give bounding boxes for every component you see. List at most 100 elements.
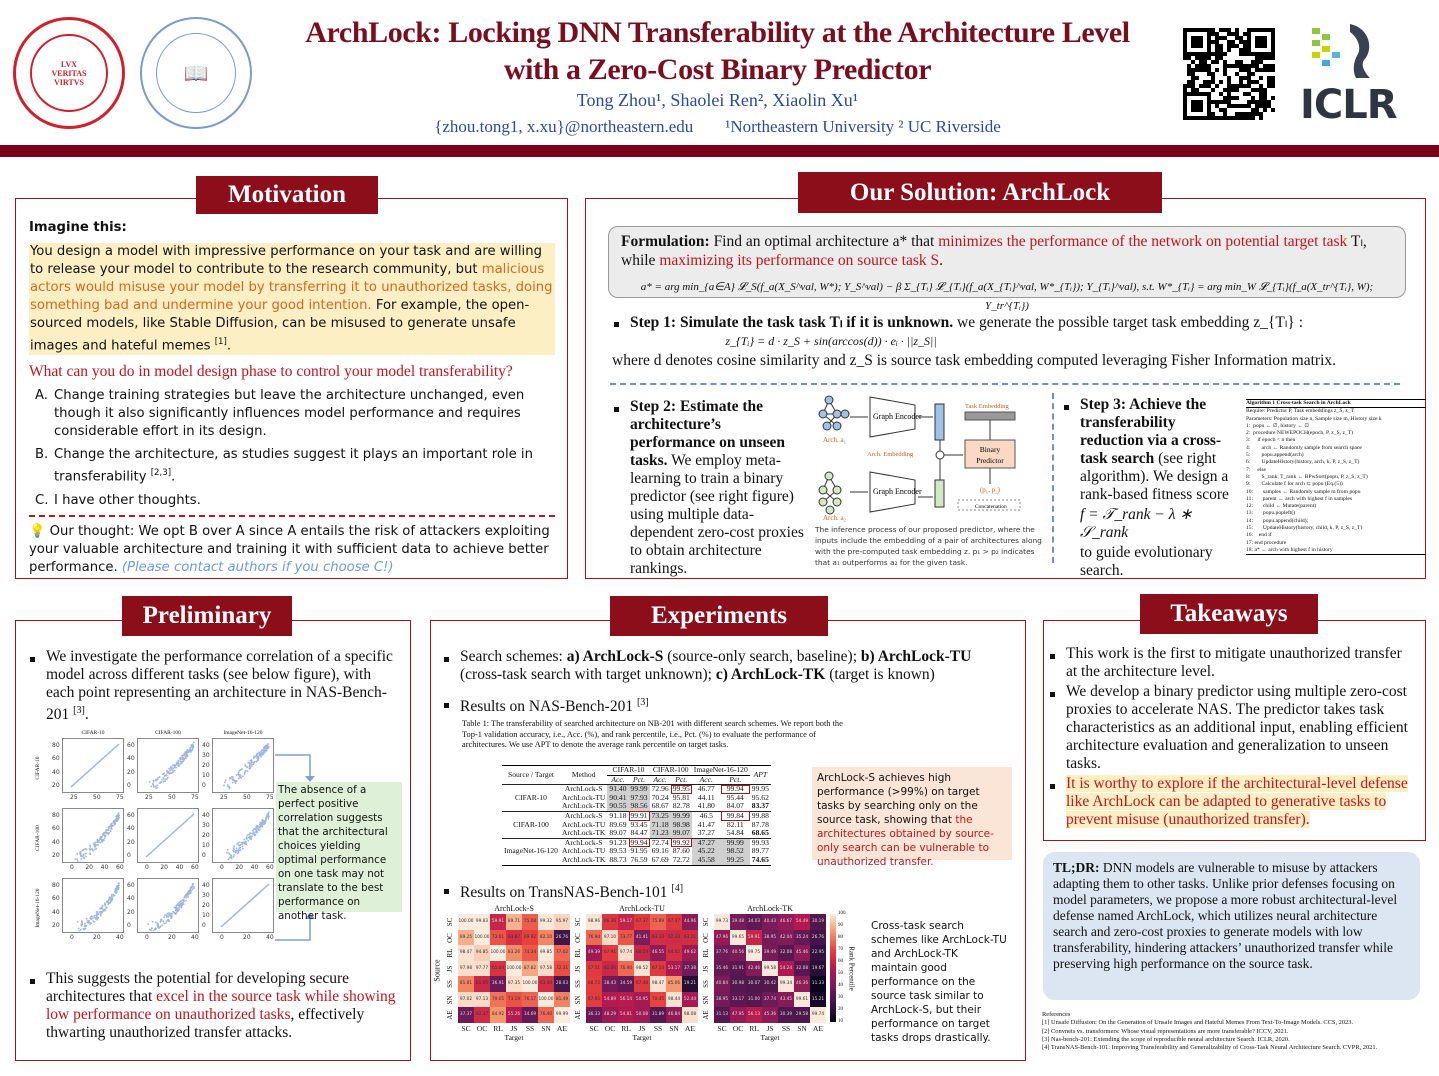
heatmap-cell: 30.39 <box>778 1007 794 1023</box>
step2: Step 2: Estimate the architecture’s perf… <box>612 398 807 578</box>
algorithm-line: 18: a* ← arch with highest f in history <box>1246 546 1333 553</box>
x-tick: 40 <box>266 934 274 941</box>
header-acc: Acc. <box>611 774 625 784</box>
algorithm-line: 4: arch ← Randomly sample from search sp… <box>1246 444 1362 451</box>
y-tick-label: AE <box>446 1010 454 1020</box>
y-tick-label: OC <box>446 932 454 943</box>
value-cell: 99.95 <box>670 784 692 794</box>
option-text: Change the architecture, as studies sugg… <box>54 446 555 486</box>
scatter-plot <box>62 808 124 863</box>
heatmap-cell: 72.31 <box>554 960 570 976</box>
heatmap-cell: 67.91 <box>602 945 618 961</box>
value-cell: 99.92 <box>670 837 692 848</box>
heatmap-cell: 67.54 <box>650 960 666 976</box>
value-cell: 47.27 <box>691 837 721 848</box>
heatmap-cell: 98.52 <box>634 960 650 976</box>
heatmap-cell: 47.95 <box>730 1007 746 1023</box>
plot-row-title: ImageNet-16-120 <box>35 888 41 928</box>
y-tick-label: AE <box>574 1010 582 1020</box>
header-acc: Acc. <box>699 774 713 784</box>
formulation-label: Formulation: <box>621 233 710 250</box>
option-letter: A. <box>35 388 48 404</box>
y-tick-label: OC <box>702 932 710 943</box>
scatter-plot <box>137 738 199 793</box>
heatmap-cell: 56.13 <box>746 1007 762 1023</box>
value-cell: 41.47 <box>697 819 715 829</box>
iclr-logo: ICLR <box>1300 20 1420 125</box>
value-cell: 44.11 <box>697 792 715 802</box>
source-cell: CIFAR-10 <box>502 784 560 812</box>
x-tick-label: OC <box>732 1024 744 1033</box>
algorithm-box: Algorithm 1 Cross-task Search in ArchLoc… <box>1246 399 1426 556</box>
x-tick-label: SS <box>781 1024 791 1033</box>
qr-code[interactable] <box>1183 28 1275 120</box>
heatmap-cell: 97.02 <box>458 991 474 1007</box>
x-tick: 20 <box>85 864 93 871</box>
y-tick: 80 <box>52 882 60 889</box>
heatmap-cell: 99.73 <box>714 914 730 930</box>
heatmap-cell: 38.95 <box>714 991 730 1007</box>
heatmap-cell: 31.13 <box>714 1007 730 1023</box>
method-cell: ArchLock-TU <box>561 846 606 856</box>
y-tick: 0 <box>202 782 206 789</box>
correlation-callout: The absence of a perfect positive correl… <box>276 782 402 922</box>
y-tick: 60 <box>127 742 135 749</box>
value-cell: 99.07 <box>670 828 692 839</box>
step1-heading: Step 1: Simulate the task task Tₗ if it … <box>630 314 954 331</box>
value-cell: 41.80 <box>697 801 715 811</box>
x-tick-label: AE <box>557 1024 567 1033</box>
heatmap-cell: 37.37 <box>458 1007 474 1023</box>
step3-heading: Step 3: Achieve the transferability redu… <box>1080 396 1222 467</box>
citation: [2,3] <box>150 468 172 479</box>
value-cell: 45.58 <box>691 855 721 866</box>
heatmap-cell: 37.38 <box>682 960 698 976</box>
formulation-text-2: Tₗ, while <box>621 233 1367 269</box>
heatmap-cell: 98.47 <box>458 945 474 961</box>
heatmap-cell: 39.49 <box>762 945 778 961</box>
value-cell: 95.81 <box>672 792 690 802</box>
value-cell: 46.77 <box>691 784 721 794</box>
heatmap-cell: 61.06 <box>602 960 618 976</box>
heatmap-cell: 44.96 <box>682 914 698 930</box>
scatter-plot <box>137 878 199 933</box>
y-tick: 40 <box>202 742 210 749</box>
heatmap-cell: 68.72 <box>586 976 602 992</box>
x-tick: 20 <box>93 934 101 941</box>
option-text: Change training strategies but leave the… <box>54 387 555 441</box>
scatter-plot <box>212 878 274 933</box>
x-tick-label: SC <box>589 1024 599 1033</box>
takeaway-item: We develop a binary predictor using mult… <box>1048 683 1413 773</box>
x-tick-label: JS <box>638 1024 646 1033</box>
heatmap-cell: 54.24 <box>778 960 794 976</box>
x-axis-label: Target <box>504 1033 524 1042</box>
x-tick: 20 <box>160 864 168 871</box>
x-tick: 25 <box>145 794 153 801</box>
value-cell: 87.60 <box>672 846 690 856</box>
nas201-label: Results on NAS-Bench-201 <box>460 698 637 716</box>
heatmap-cell: 30.07 <box>746 976 762 992</box>
scenario-threat: malicious actors would misuse your model… <box>30 262 553 313</box>
note-highlight: the architectures obtained by source-onl… <box>817 814 994 868</box>
reference-item: [4] TransNAS-Bench-101: Improving Transf… <box>1042 1044 1378 1052</box>
heatmap-cell: 89.25 <box>458 929 474 945</box>
takeaway-item: It is worthy to explore if the architect… <box>1048 775 1413 829</box>
takeaway-item: This work is the first to mitigate unaut… <box>1048 645 1413 681</box>
algorithm-line: 5: popu.append(arch) <box>1246 452 1304 459</box>
citation: [3] <box>636 697 649 708</box>
arch1-label: Arch. a₁ <box>823 436 846 444</box>
y-tick: 80 <box>52 812 60 819</box>
value-cell: 73.25 <box>649 810 671 821</box>
heatmap-cell: 28.03 <box>554 976 570 992</box>
heatmap-cell: 97.13 <box>474 991 490 1007</box>
period: . <box>226 338 232 354</box>
apt-cell: 74.65 <box>751 854 769 864</box>
fitness-equation: f = 𝒯_rank − λ ∗ 𝒮_rank <box>1080 506 1193 541</box>
value-cell: 95.44 <box>726 792 744 802</box>
heatmap-cell: 63.40 <box>538 976 554 992</box>
arch1-embedding <box>934 403 945 441</box>
colorbar-label: Rank Percentile <box>847 946 856 991</box>
x-tick: 40 <box>100 864 109 871</box>
y-tick: 20 <box>52 852 60 859</box>
value-cell: 91.40 <box>607 784 629 794</box>
